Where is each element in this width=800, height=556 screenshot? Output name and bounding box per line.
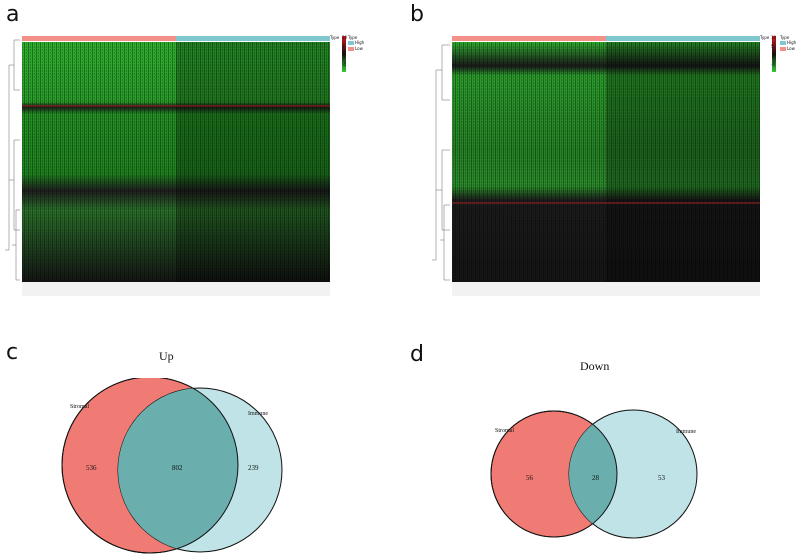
- venn-up-right-count: 239: [248, 464, 259, 472]
- venn-up-overlap: [118, 388, 238, 552]
- venn-down-stromal-outline: [490, 410, 618, 538]
- venn-down-title: Down: [580, 359, 610, 373]
- venn-down-left-count: 56: [526, 474, 533, 482]
- heatmap-a-dendrogram: [5, 39, 20, 281]
- heatmap-b-scale-5: 5: [771, 44, 774, 49]
- heatmap-a-svg: [5, 36, 346, 296]
- heatmap-b-svg: [432, 36, 776, 296]
- heatmap-b-swatch-high: [780, 41, 786, 45]
- heatmap-b: [430, 30, 800, 305]
- venn-down-left-label: Stromal: [495, 428, 514, 434]
- heatmap-b-legend-low: Low: [787, 46, 795, 51]
- heatmap-b-scale-m5: -5: [771, 62, 775, 67]
- heatmap-b-dendrogram: [432, 44, 450, 281]
- panel-letter-a: a: [6, 2, 20, 27]
- heatmap-b-texture: [452, 42, 760, 282]
- heatmap-b-col-labels: [452, 282, 760, 296]
- heatmap-a-typebar-high: [176, 36, 330, 41]
- heatmap-a: [4, 30, 364, 305]
- venn-down-overlap-count: 28: [592, 474, 599, 482]
- heatmap-a-col-labels: [22, 282, 330, 296]
- heatmap-b-swatch-low: [780, 47, 786, 51]
- heatmap-a-legend-high: High: [355, 40, 365, 45]
- heatmap-a-scale-10: 10: [342, 35, 348, 40]
- heatmap-a-red-band: [22, 105, 330, 107]
- panel-letter-b: b: [410, 2, 424, 27]
- venn-up-left-count: 536: [86, 464, 97, 472]
- heatmap-b-legend-high: High: [787, 40, 797, 45]
- venn-up-stromal-outline: [61, 378, 239, 554]
- panel-letter-c: c: [6, 340, 19, 365]
- heatmap-a-type-label: Type: [330, 35, 340, 40]
- heatmap-a-typebar-low: [22, 36, 176, 41]
- heatmap-a-swatch-low: [348, 47, 354, 51]
- heatmap-b-typebar-low: [452, 36, 606, 41]
- heatmap-a-scale-5: 5: [342, 44, 345, 49]
- heatmap-a-swatch-high: [348, 41, 354, 45]
- venn-up-title: Up: [159, 349, 174, 363]
- heatmap-a-texture: [22, 42, 330, 282]
- heatmap-b-colorkey: [772, 36, 776, 72]
- heatmap-b-scale-0: 0: [772, 53, 775, 58]
- venn-up-svg: [61, 378, 283, 554]
- venn-down-overlap: [569, 411, 617, 537]
- heatmap-a-scale-0: 0: [343, 53, 346, 58]
- panel-letter-d: d: [410, 342, 424, 367]
- heatmap-a-legend-low: Low: [355, 46, 363, 51]
- heatmap-b-typebar-high: [606, 36, 760, 41]
- heatmap-b-type-label: Type: [760, 35, 770, 40]
- venn-up-left-label: Stromal: [70, 404, 89, 410]
- heatmap-b-type-label-2: Type: [780, 35, 790, 40]
- venn-up-right-label: Immune: [248, 411, 268, 417]
- heatmap-a-scale-m5: -5: [342, 62, 346, 67]
- venn-up-overlap-count: 802: [172, 464, 183, 472]
- heatmap-a-colorkey: [342, 36, 346, 72]
- venn-down-right-label: Immune: [676, 429, 696, 435]
- heatmap-b-red-band: [452, 202, 760, 204]
- heatmap-b-scale-10: 10: [771, 35, 777, 40]
- venn-down-right-count: 53: [658, 474, 665, 482]
- venn-down-svg: [490, 409, 698, 539]
- heatmap-a-type-label-2: Type: [348, 35, 358, 40]
